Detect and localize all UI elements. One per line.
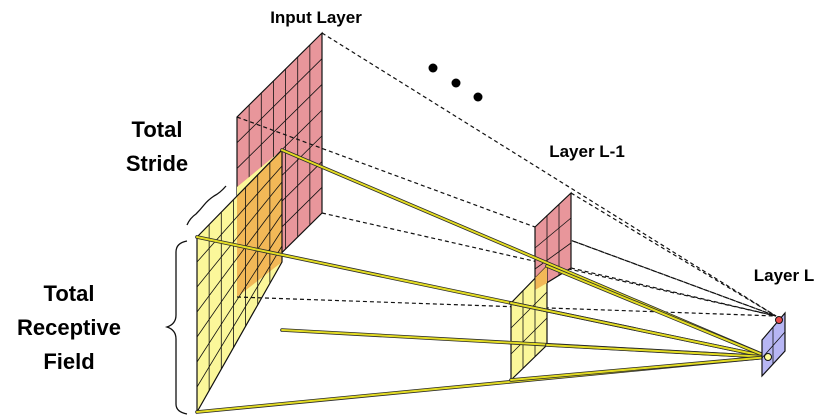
total-receptive-label-line2: Receptive (17, 315, 121, 340)
input-layer-yellow-window (196, 148, 283, 415)
total-receptive-label-line3: Field (43, 349, 94, 374)
total-receptive-curly-brace-icon (164, 240, 188, 415)
layer-l-minus-1-yellow (510, 264, 548, 382)
layer-l-minus-1-red (534, 191, 572, 292)
red-output-dot (775, 316, 783, 324)
three-dots-ellipsis-icon (428, 63, 483, 102)
receptive-field-lines (195, 148, 770, 414)
dashed-projection-lines (236, 32, 777, 317)
total-stride-curly-brace-icon (186, 185, 227, 226)
layer-l-minus-1-label: Layer L-1 (549, 142, 625, 161)
layer-l-label: Layer L (754, 266, 814, 285)
total-receptive-label-line1: Total (44, 281, 95, 306)
total-stride-label-line1: Total (132, 117, 183, 142)
yellow-output-dot (764, 353, 772, 361)
layer-l-output (761, 311, 786, 378)
input-layer-label: Input Layer (270, 8, 362, 27)
total-stride-label-line2: Stride (126, 151, 188, 176)
